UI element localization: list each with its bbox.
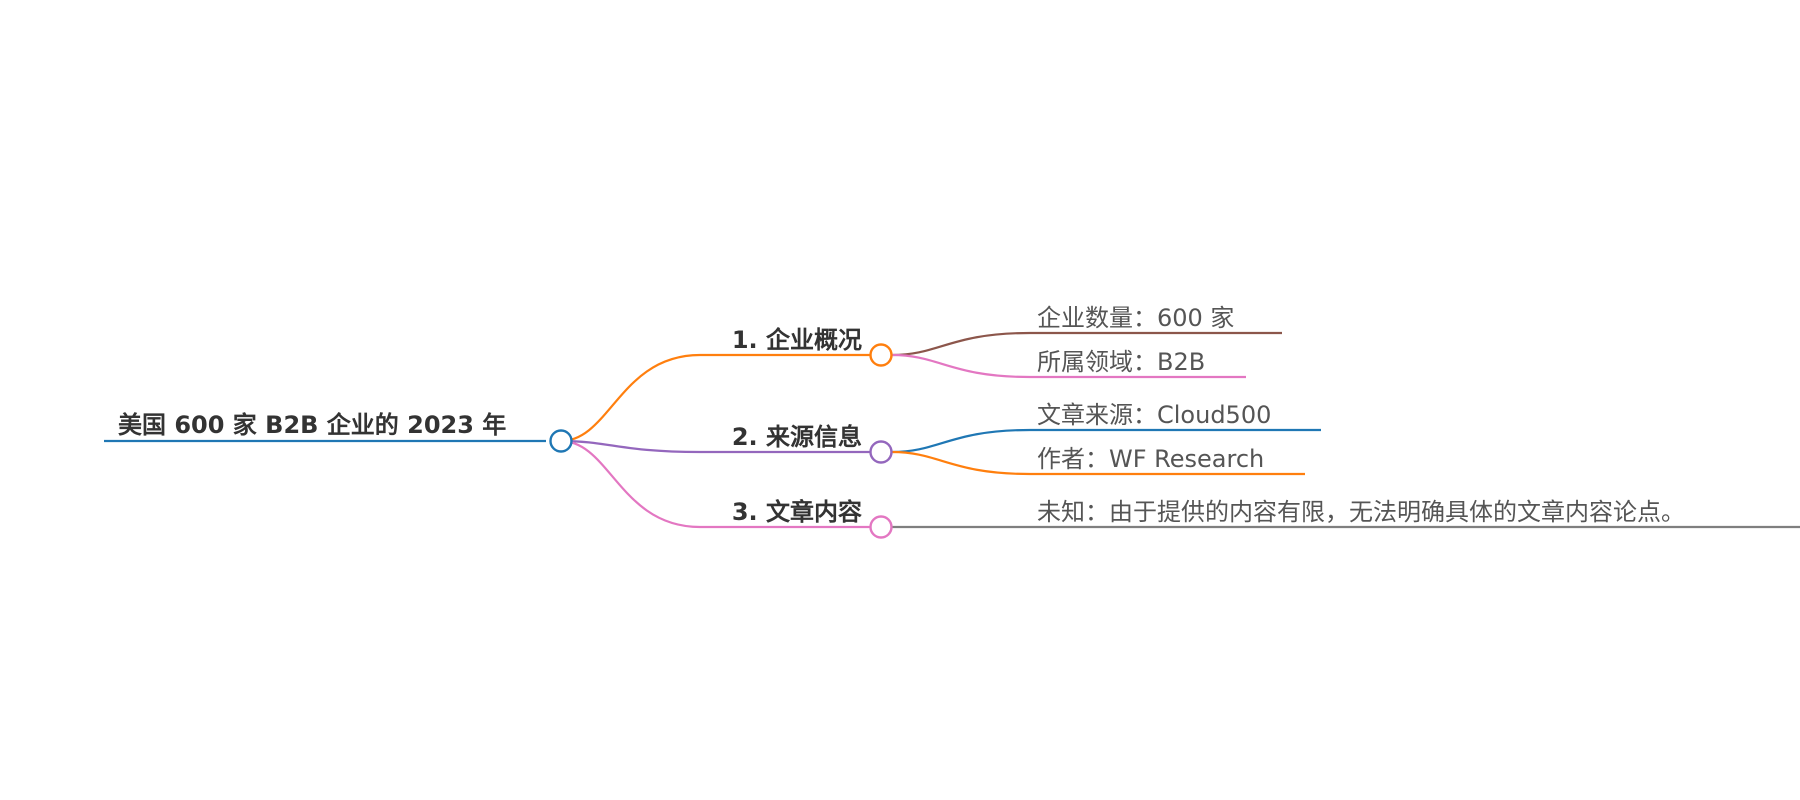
leaf-article-source: 文章来源：Cloud500 xyxy=(1037,401,1271,429)
branch-1-collapse-toggle[interactable] xyxy=(869,343,893,367)
connector-branch-2-leaf-2 xyxy=(891,450,1305,476)
connector-root-branch-1 xyxy=(560,353,880,443)
leaf-unknown-content: 未知：由于提供的内容有限，无法明确具体的文章内容论点。 xyxy=(1037,498,1685,526)
root-node[interactable]: 美国 600 家 B2B 企业的 2023 年 xyxy=(104,411,546,443)
branch-3-label: 3. 文章内容 xyxy=(732,498,862,526)
leaf-author: 作者：WF Research xyxy=(1037,445,1264,473)
branch-2-collapse-toggle[interactable] xyxy=(869,440,893,464)
connector-root-branch-2 xyxy=(560,439,880,454)
connector-root-branch-3 xyxy=(560,439,880,529)
branch-2-label: 2. 来源信息 xyxy=(732,423,862,451)
root-title: 美国 600 家 B2B 企业的 2023 年 xyxy=(118,411,506,439)
branch-1-label: 1. 企业概况 xyxy=(732,326,862,354)
branch-3-collapse-toggle[interactable] xyxy=(869,515,893,539)
connector-branch-2-leaf-1 xyxy=(891,428,1321,454)
leaf-industry-field: 所属领域：B2B xyxy=(1037,348,1205,376)
leaf-enterprise-count: 企业数量：600 家 xyxy=(1037,304,1234,332)
connector-branch-1-leaf-2 xyxy=(891,353,1246,379)
root-collapse-toggle[interactable] xyxy=(549,429,573,453)
connector-branch-1-leaf-1 xyxy=(891,331,1282,357)
